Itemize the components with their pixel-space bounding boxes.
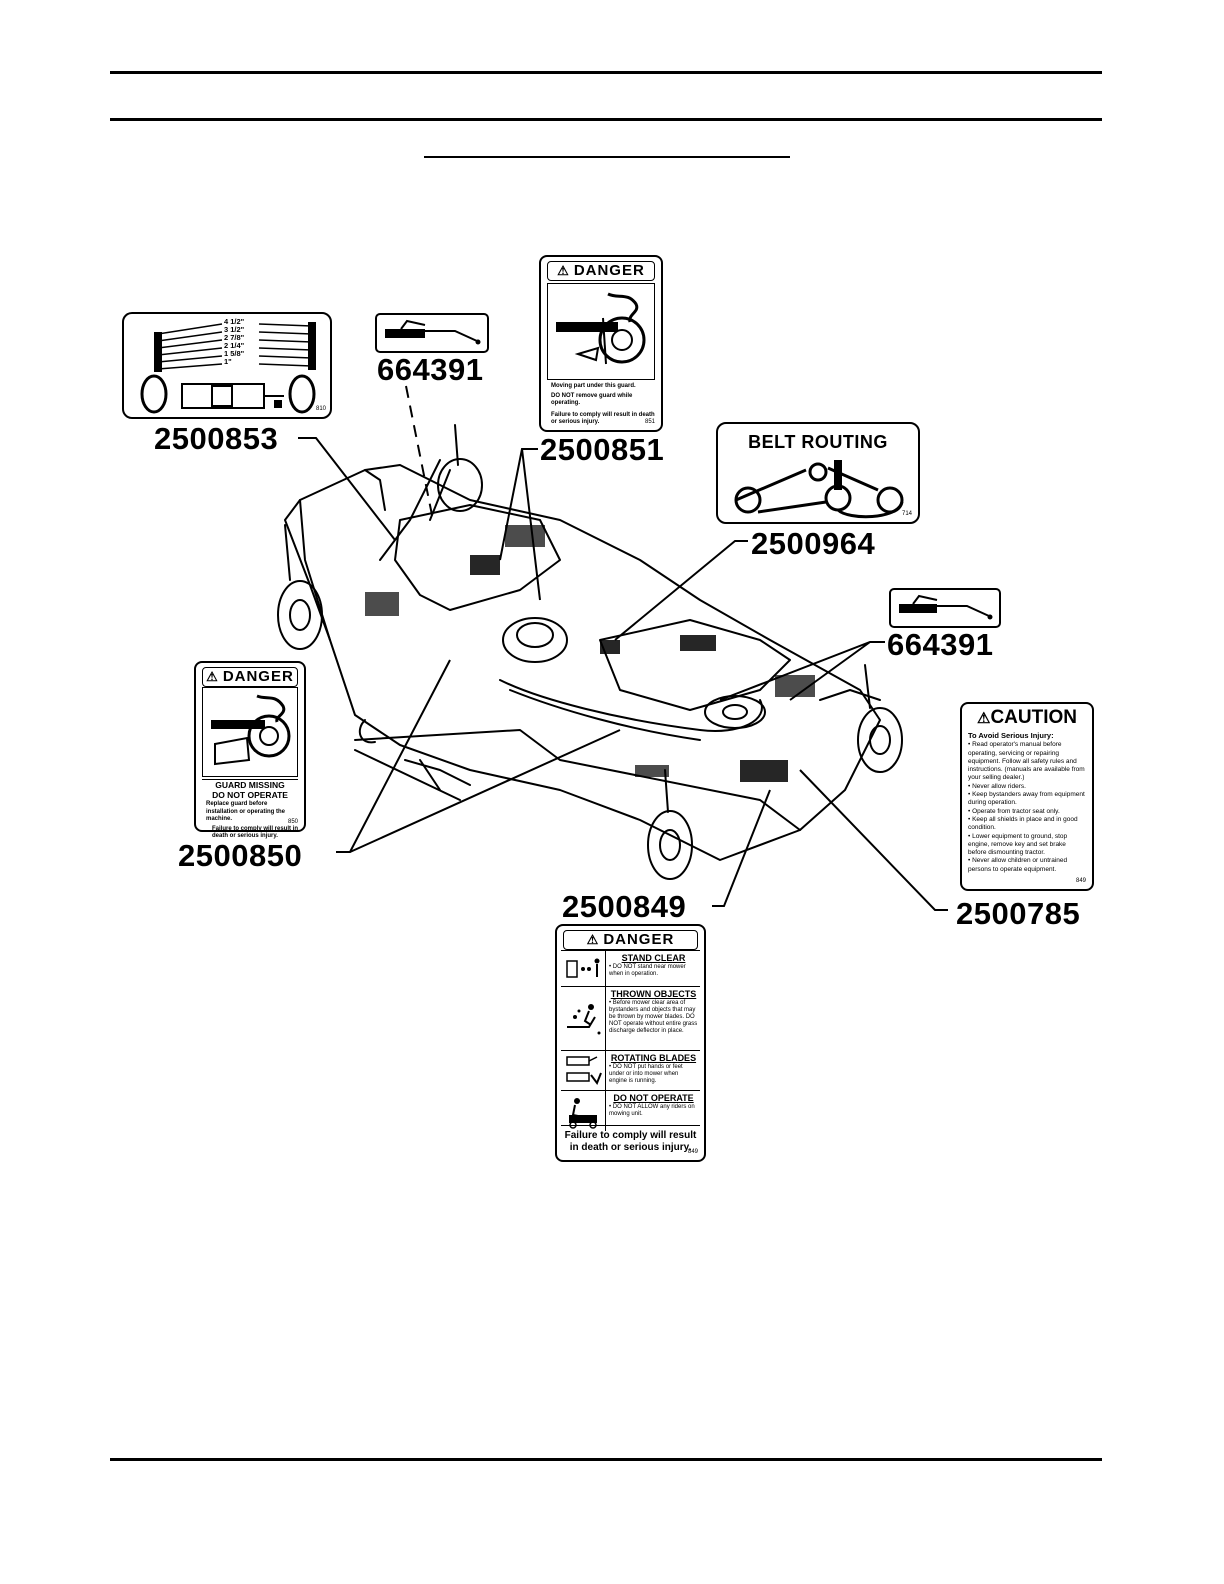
caution-subheading: To Avoid Serious Injury: — [968, 731, 1054, 740]
gauge-height-labels: 4 1/2" 3 1/2" 2 7/8" 2 1/4" 1 5/8" 1" — [224, 318, 244, 366]
decal-code: 849 — [687, 1148, 698, 1155]
section-title: ROTATING BLADES — [610, 1053, 697, 1063]
danger-footer: Failure to comply will result in death o… — [561, 1125, 700, 1154]
caution-item: • Keep all shields in place and in good … — [968, 815, 1078, 832]
section-stand-clear: STAND CLEAR • DO NOT stand near mower wh… — [561, 950, 700, 987]
danger-graphic-box — [547, 283, 655, 380]
leader-664391-a — [405, 385, 434, 521]
header-rule-bottom — [110, 118, 1102, 121]
danger-line: Failure to comply will result in death o… — [212, 825, 299, 840]
spindle-center — [502, 617, 568, 663]
part-number-2500785: 2500785 — [956, 896, 1081, 931]
leader-2500964 — [614, 540, 748, 641]
belt-routing-diagram — [734, 460, 904, 519]
height-label: 3 1/2" — [224, 325, 245, 334]
thrown-objects-icon — [561, 987, 606, 1051]
danger-heading: ⚠DANGER — [563, 930, 698, 950]
danger-graphic-box — [202, 687, 298, 777]
belt-routing-title: BELT ROUTING — [748, 432, 888, 452]
danger-text: Moving part under this guard. DO NOT rem… — [551, 383, 655, 427]
decal-2500851: ⚠DANGER Moving part under this guard. DO… — [539, 255, 663, 432]
spindle-right — [704, 695, 766, 729]
danger-line: Failure to comply will result in death o… — [551, 411, 655, 426]
caster-wheel-front — [647, 810, 693, 880]
pulley-guard-graphic — [556, 292, 646, 365]
part-number-2500849: 2500849 — [562, 889, 687, 924]
part-number-2500851: 2500851 — [540, 432, 665, 467]
rotating-blades-icon — [561, 1051, 606, 1091]
belt-path — [499, 679, 763, 732]
caution-item: • Never allow children or untrained pers… — [968, 857, 1068, 873]
danger-text: Replace guard before installation or ope… — [206, 801, 298, 841]
height-label: 1 5/8" — [224, 349, 245, 358]
decal-2500964: BELT ROUTING 714 — [716, 422, 920, 524]
decal-2500850: ⚠DANGER GUARD MISSING DO NOT OPERATE Rep… — [194, 661, 306, 839]
height-label: 2 1/4" — [224, 341, 245, 350]
guard-missing-heading: GUARD MISSING — [215, 780, 285, 790]
decal-code: 851 — [644, 418, 655, 425]
stand-clear-icon — [561, 951, 606, 987]
decal-664391-right — [889, 588, 1001, 628]
decal-code: 810 — [315, 405, 326, 412]
caster-wheel-right-rear — [437, 458, 483, 512]
header-rule-top — [110, 71, 1102, 74]
decal-code: 849 — [1075, 877, 1086, 884]
leader-2500785 — [799, 769, 948, 911]
height-label: 4 1/2" — [224, 317, 245, 326]
caution-item: • Read operator's manual before operatin… — [968, 741, 1085, 782]
part-number-2500850: 2500850 — [178, 838, 303, 873]
height-label: 1" — [224, 357, 232, 366]
section-text: • DO NOT ALLOW any riders on mowing unit… — [609, 1104, 695, 1117]
section-rotating-blades: ROTATING BLADES • DO NOT put hands or fe… — [561, 1050, 700, 1091]
title-underline — [424, 156, 790, 158]
caution-heading: ⚠CAUTION — [976, 707, 1077, 728]
decal-664391-top — [375, 313, 489, 353]
decal-2500853: 4 1/2" 3 1/2" 2 7/8" 2 1/4" 1 5/8" 1" 81… — [122, 312, 332, 419]
deck-top-plate — [394, 504, 561, 611]
decal-code: 714 — [901, 510, 912, 517]
section-text: • Before mower clear area of bystanders … — [609, 1000, 698, 1034]
section-thrown-objects: THROWN OBJECTS • Before mower clear area… — [561, 986, 700, 1051]
height-label: 2 7/8" — [224, 333, 245, 342]
caution-item: • Never allow riders. — [968, 782, 1026, 790]
guard-missing-text: GUARD MISSING DO NOT OPERATE — [202, 779, 298, 800]
leader-2500851 — [499, 448, 541, 601]
height-gauge-graphic — [140, 322, 316, 414]
decal-code: 850 — [287, 818, 298, 825]
caution-item: • Lower equipment to ground, stop engine… — [968, 832, 1068, 857]
grease-gun-icon — [899, 594, 993, 620]
grease-gun-icon — [385, 319, 481, 345]
section-text: • DO NOT stand near mower when in operat… — [609, 964, 686, 977]
missing-guard-graphic — [211, 694, 291, 766]
section-title: STAND CLEAR — [621, 953, 686, 963]
danger-heading: ⚠DANGER — [547, 261, 655, 281]
danger-line: DO NOT remove guard while operating. — [551, 392, 633, 407]
leader-2500850 — [336, 659, 621, 853]
caution-list: To Avoid Serious Injury: • Read operator… — [968, 731, 1086, 874]
leader-2500849 — [712, 789, 771, 907]
do-not-operate-heading: DO NOT OPERATE — [212, 790, 288, 800]
part-number-2500853: 2500853 — [154, 421, 279, 456]
part-number-664391-top: 664391 — [377, 352, 484, 387]
leader-664391-b — [719, 641, 885, 701]
danger-line: Moving part under this guard. — [551, 383, 636, 389]
section-title: THROWN OBJECTS — [610, 989, 697, 999]
caution-item: • Operate from tractor seat only. — [968, 807, 1060, 815]
deck-outline — [284, 464, 881, 861]
caution-item: • Keep bystanders away from equipment du… — [968, 791, 1085, 807]
danger-line: Replace guard before installation or ope… — [206, 801, 286, 822]
caster-wheel-right — [857, 707, 903, 773]
part-number-2500964: 2500964 — [751, 526, 876, 561]
leader-2500853 — [298, 437, 396, 541]
caster-wheel-left — [277, 580, 323, 650]
footer-rule — [110, 1458, 1102, 1461]
danger-heading: ⚠DANGER — [202, 667, 298, 687]
front-beam — [354, 729, 801, 831]
part-number-664391-right: 664391 — [887, 627, 994, 662]
section-text: • DO NOT put hands or feet under or into… — [609, 1064, 683, 1084]
decal-2500785: ⚠CAUTION To Avoid Serious Injury: • Read… — [960, 702, 1094, 891]
section-title: DO NOT OPERATE — [613, 1093, 694, 1103]
decal-2500849: ⚠DANGER STAND CLEAR • DO NOT stand near … — [555, 924, 706, 1162]
